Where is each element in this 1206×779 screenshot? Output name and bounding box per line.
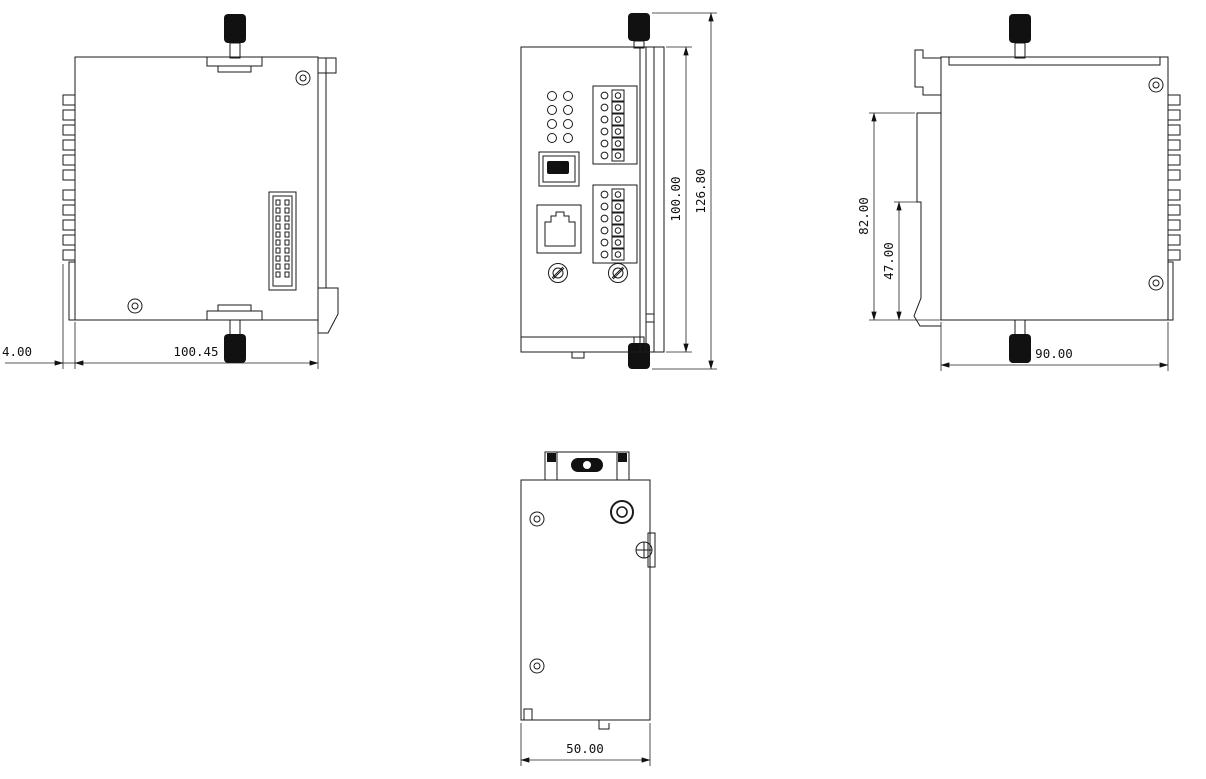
din-release-pin-top [224, 14, 246, 43]
dimension-overall-width: 100.45 [74, 322, 319, 369]
led [563, 119, 573, 129]
dimension-overall-height: 126.80 [652, 12, 717, 370]
dim-label-100-00: 100.00 [668, 176, 683, 221]
connector-pin-column [284, 199, 290, 278]
din-pin-top-view [610, 500, 634, 524]
din-release-pin-top [1009, 14, 1031, 43]
din-pin-stem [229, 42, 241, 59]
connector-pin-column [275, 199, 281, 278]
terminal-block-top [592, 85, 638, 165]
led [547, 119, 557, 129]
bottom-clip-inner [217, 304, 252, 312]
enclosure-body [520, 479, 651, 721]
case-screw [1148, 77, 1164, 93]
dimension-body-height: 100.00 [666, 46, 692, 353]
panel-screw [635, 541, 653, 559]
led [563, 91, 573, 101]
enclosure-body [520, 46, 665, 353]
dim-label-47-00: 47.00 [881, 242, 896, 280]
dimension-body-width: 90.00 [940, 322, 1169, 371]
case-screw [127, 298, 143, 314]
side-flange [1167, 261, 1174, 321]
case-screw [529, 511, 545, 527]
strip-notch [645, 313, 655, 323]
dim-label-82-00: 82.00 [856, 197, 871, 235]
din-release-pin-bottom [1009, 334, 1031, 363]
led [563, 133, 573, 143]
front-view: 100.00 126.80 [520, 12, 717, 370]
din-rail-clip [317, 57, 339, 334]
enclosure-body [74, 56, 319, 321]
led [547, 105, 557, 115]
case-screw [529, 658, 545, 674]
right-side-view: 82.00 47.00 90.00 [856, 14, 1181, 371]
top-cover-seam [948, 57, 1161, 66]
led [563, 105, 573, 115]
grounding-screw [548, 263, 568, 283]
case-screw [295, 70, 311, 86]
din-clip-top [544, 451, 630, 481]
din-pin-stem [633, 336, 645, 345]
bottom-view: 50.00 [520, 451, 656, 766]
sfp-port [538, 151, 580, 187]
top-clip-inner [217, 65, 252, 73]
dimension-clip-height: 82.00 [856, 112, 941, 321]
dim-label-126-80: 126.80 [693, 168, 708, 213]
led-indicators [547, 91, 573, 143]
dimension-pin-offset: 4.00 [2, 264, 76, 369]
bottom-clip-plate [206, 310, 263, 321]
din-release-pin-bottom [628, 343, 650, 369]
din-pin-stem [1014, 42, 1026, 59]
corner-notch [523, 708, 533, 721]
din-release-pin-top [628, 13, 650, 41]
dimension-clip-lower-height: 47.00 [881, 201, 917, 321]
grounding-screw [608, 263, 628, 283]
din-release-pin-bottom [224, 334, 246, 363]
terminal-pins-left [62, 94, 76, 261]
led [547, 91, 557, 101]
din-pin-stem [1014, 319, 1026, 336]
din-pin-stem [229, 319, 241, 336]
terminal-pins-right [1167, 94, 1181, 261]
left-side-view: 4.00 100.45 [2, 14, 339, 369]
enclosure-body [940, 56, 1169, 321]
rj45-port [536, 204, 582, 254]
din-rail-bracket [913, 49, 941, 327]
dimension-body-depth: 50.00 [520, 723, 651, 766]
backplane-connector [268, 191, 297, 291]
side-flange [68, 261, 76, 321]
dim-label-100-45: 100.45 [173, 344, 218, 359]
dim-label-90-00: 90.00 [1035, 346, 1073, 361]
bottom-hook [598, 720, 610, 730]
led [547, 133, 557, 143]
bottom-tab [571, 351, 585, 359]
case-screw [1148, 275, 1164, 291]
dim-label-50-00: 50.00 [566, 741, 604, 756]
terminal-block-bottom [592, 184, 638, 264]
dim-label-4-00: 4.00 [2, 344, 32, 359]
